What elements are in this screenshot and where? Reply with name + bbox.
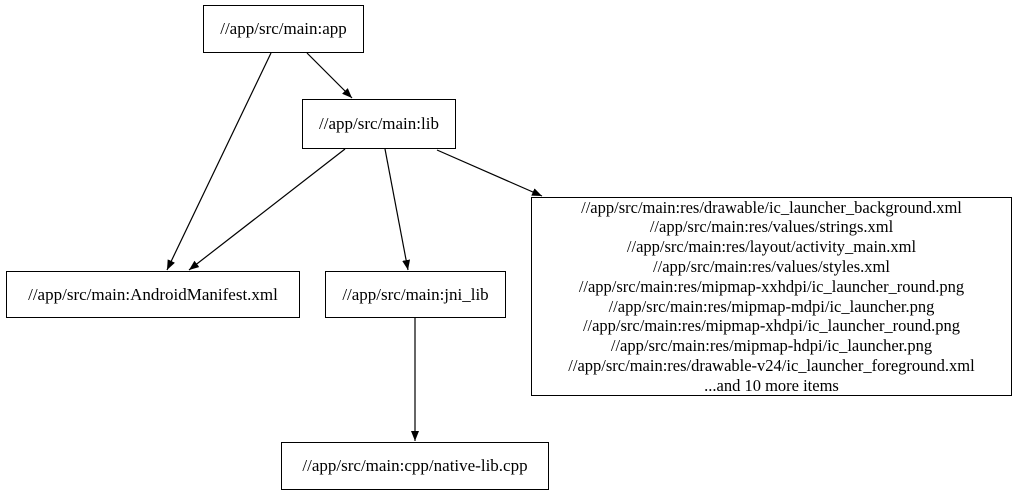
res-group-item: //app/src/main:res/mipmap-xxhdpi/ic_laun… (578, 276, 965, 296)
edge-lib-to-manifest (188, 148, 346, 271)
node-jni-lib: //app/src/main:jni_lib (325, 271, 506, 318)
res-group-item: //app/src/main:res/layout/activity_main.… (626, 237, 917, 257)
edge-lib-to-jni-lib (384, 148, 411, 271)
res-group-item: //app/src/main:res/mipmap-mdpi/ic_launch… (608, 296, 935, 316)
res-group-item: //app/src/main:res/drawable/ic_launcher_… (581, 197, 962, 217)
node-jni-lib-label: //app/src/main:jni_lib (342, 284, 489, 304)
node-res-group: //app/src/main:res/drawable/ic_launcher_… (531, 197, 1012, 396)
node-app: //app/src/main:app (203, 5, 364, 53)
res-group-item: //app/src/main:res/mipmap-xhdpi/ic_launc… (582, 316, 961, 336)
node-android-manifest-label: //app/src/main:AndroidManifest.xml (28, 284, 278, 304)
edge-app-to-manifest (166, 52, 272, 271)
res-group-item: //app/src/main:res/drawable-v24/ic_launc… (568, 355, 975, 375)
node-native-lib-cpp: //app/src/main:cpp/native-lib.cpp (281, 442, 549, 490)
res-group-more-items: ...and 10 more items (704, 375, 839, 395)
res-group-item: //app/src/main:res/mipmap-hdpi/ic_launch… (610, 336, 933, 356)
node-native-lib-cpp-label: //app/src/main:cpp/native-lib.cpp (302, 456, 528, 476)
res-group-item: //app/src/main:res/values/strings.xml (649, 217, 894, 237)
edge-app-to-lib (306, 52, 353, 99)
node-lib: //app/src/main:lib (302, 99, 456, 149)
node-android-manifest: //app/src/main:AndroidManifest.xml (6, 271, 300, 318)
res-group-item: //app/src/main:res/values/styles.xml (653, 256, 890, 276)
node-lib-label: //app/src/main:lib (319, 114, 439, 134)
node-app-label: //app/src/main:app (220, 19, 347, 39)
edge-lib-to-res-group (436, 149, 543, 197)
